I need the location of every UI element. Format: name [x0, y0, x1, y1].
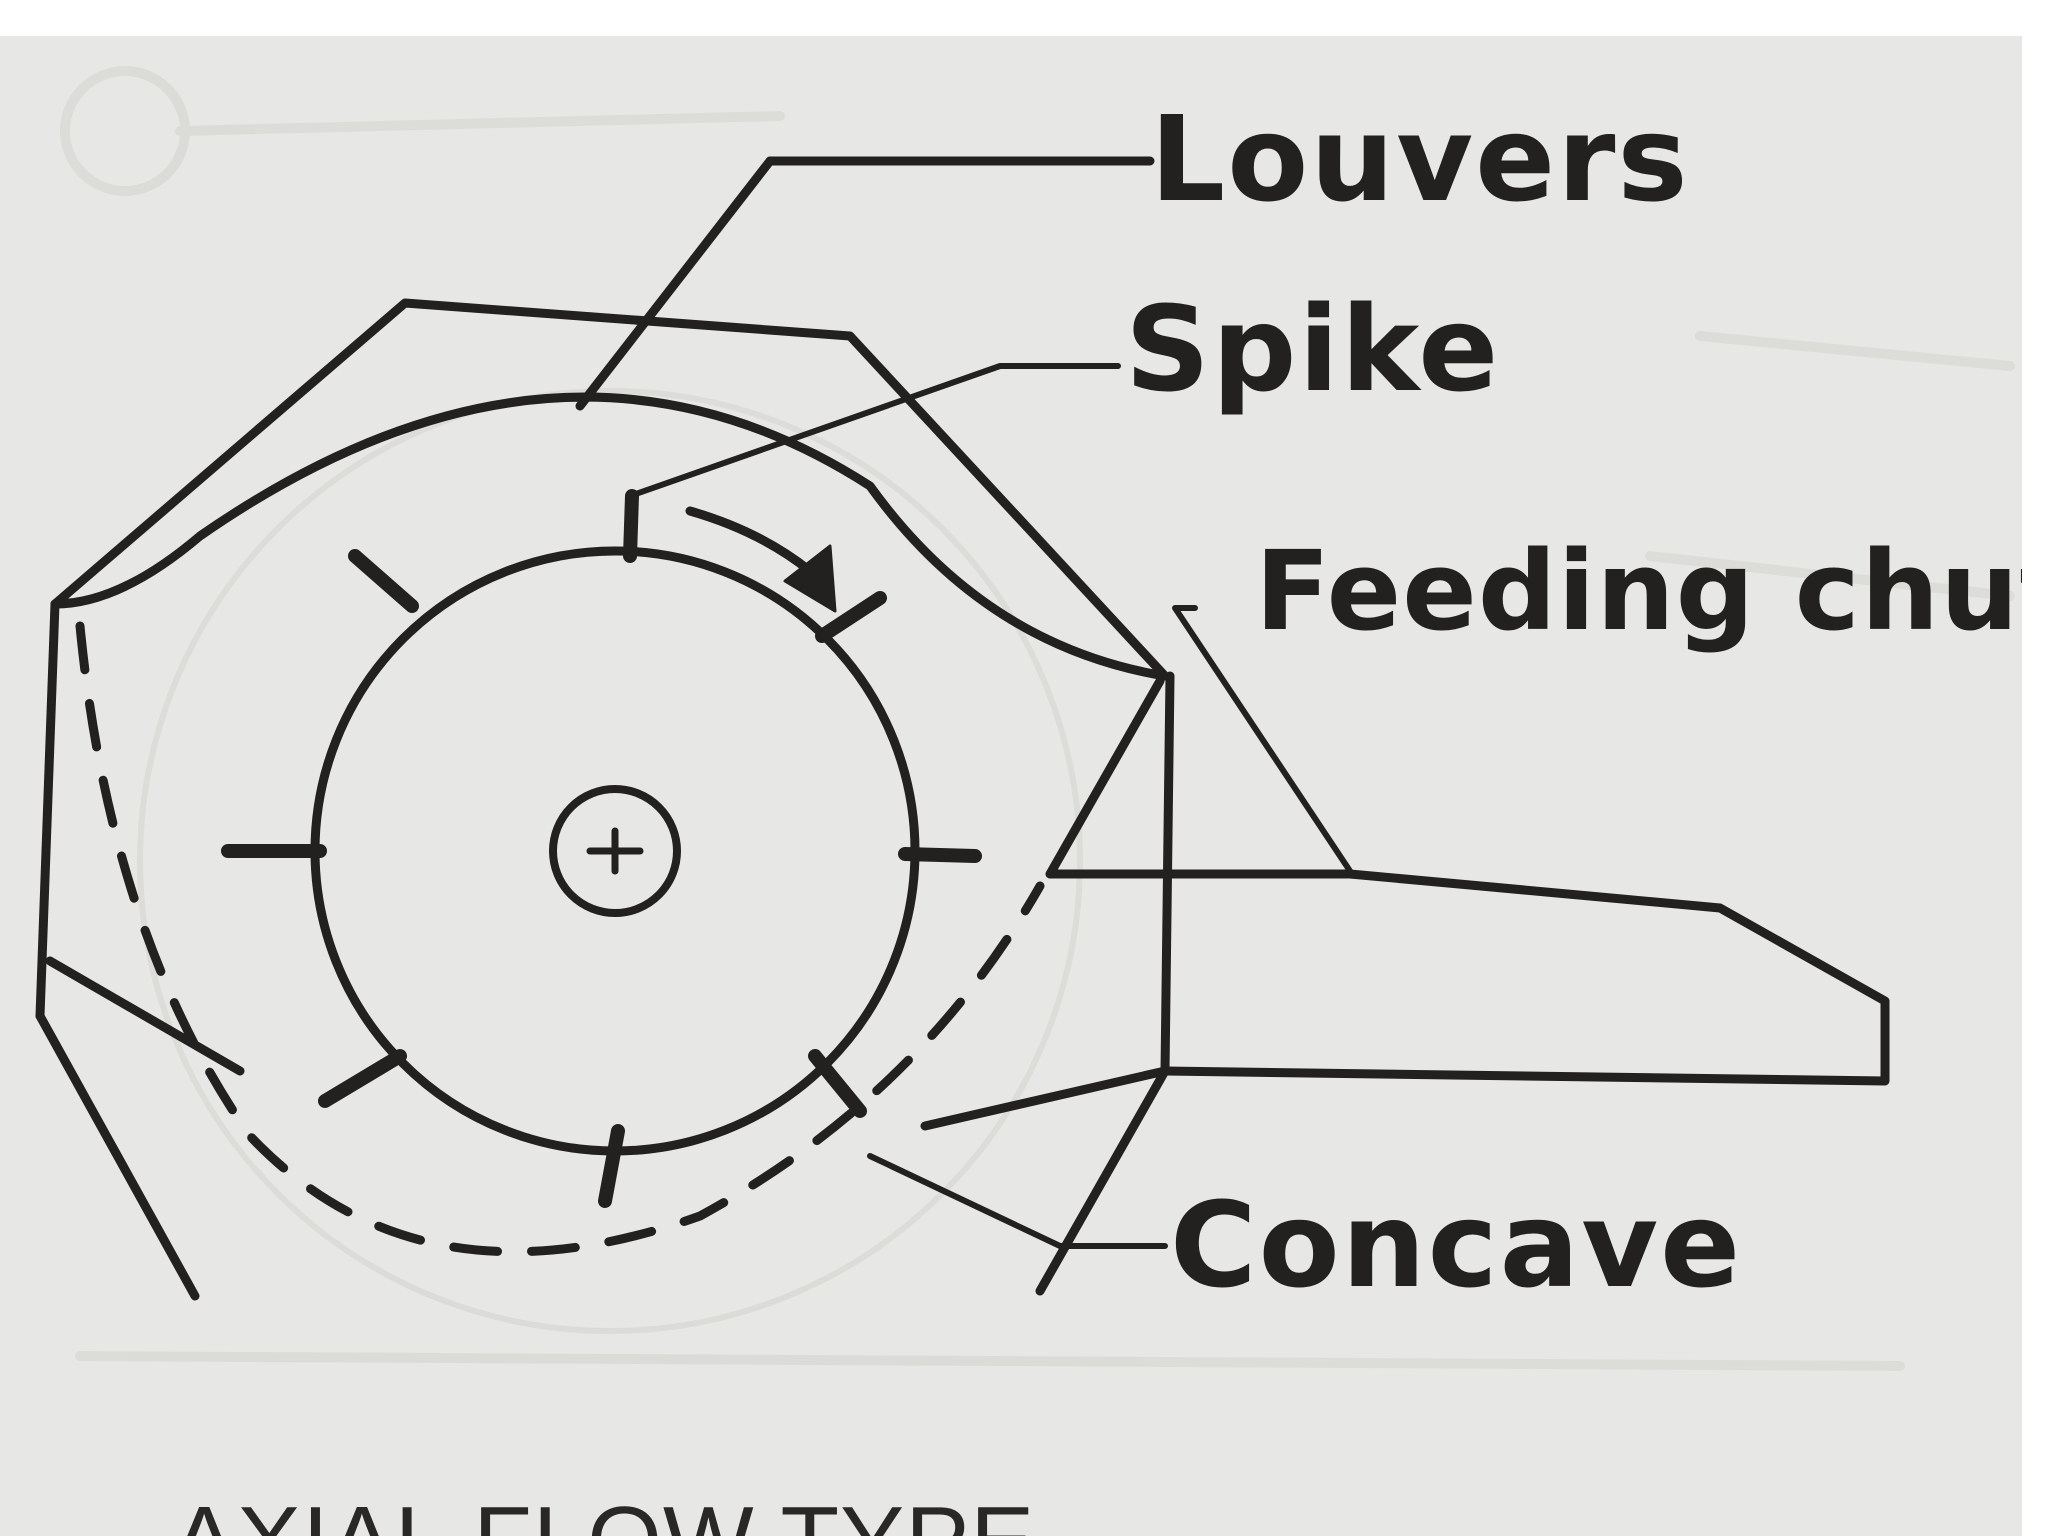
concave-leader	[870, 1156, 1165, 1246]
chute-bottom-edge	[1040, 1071, 1165, 1291]
diagram-caption: AXIAL FLOW TYPE	[172, 1486, 1035, 1536]
shaft-center	[590, 831, 640, 871]
louvers-plate	[580, 161, 1150, 406]
left-wall	[40, 604, 55, 1016]
show-through-marks	[65, 71, 2010, 1366]
louvers-label: Louvers	[1150, 100, 1690, 218]
feeding-chute-label: Feeding chute	[1255, 536, 2022, 646]
concave-arc	[80, 626, 1040, 1252]
housing-outline	[55, 303, 1165, 676]
housing-inner-arc	[55, 397, 1165, 676]
spike-leader	[630, 366, 1118, 496]
left-wall-diag	[50, 961, 240, 1071]
spike-label: Spike	[1125, 290, 1500, 408]
feeding-chute-funnel	[1050, 681, 1885, 1081]
concave-label: Concave	[1170, 1186, 1742, 1304]
paper-sheet: Louvers Spike Feeding chute Concave AXIA…	[0, 36, 2022, 1536]
left-wall-lower	[40, 1016, 195, 1296]
chute-base-line	[925, 1071, 1165, 1126]
